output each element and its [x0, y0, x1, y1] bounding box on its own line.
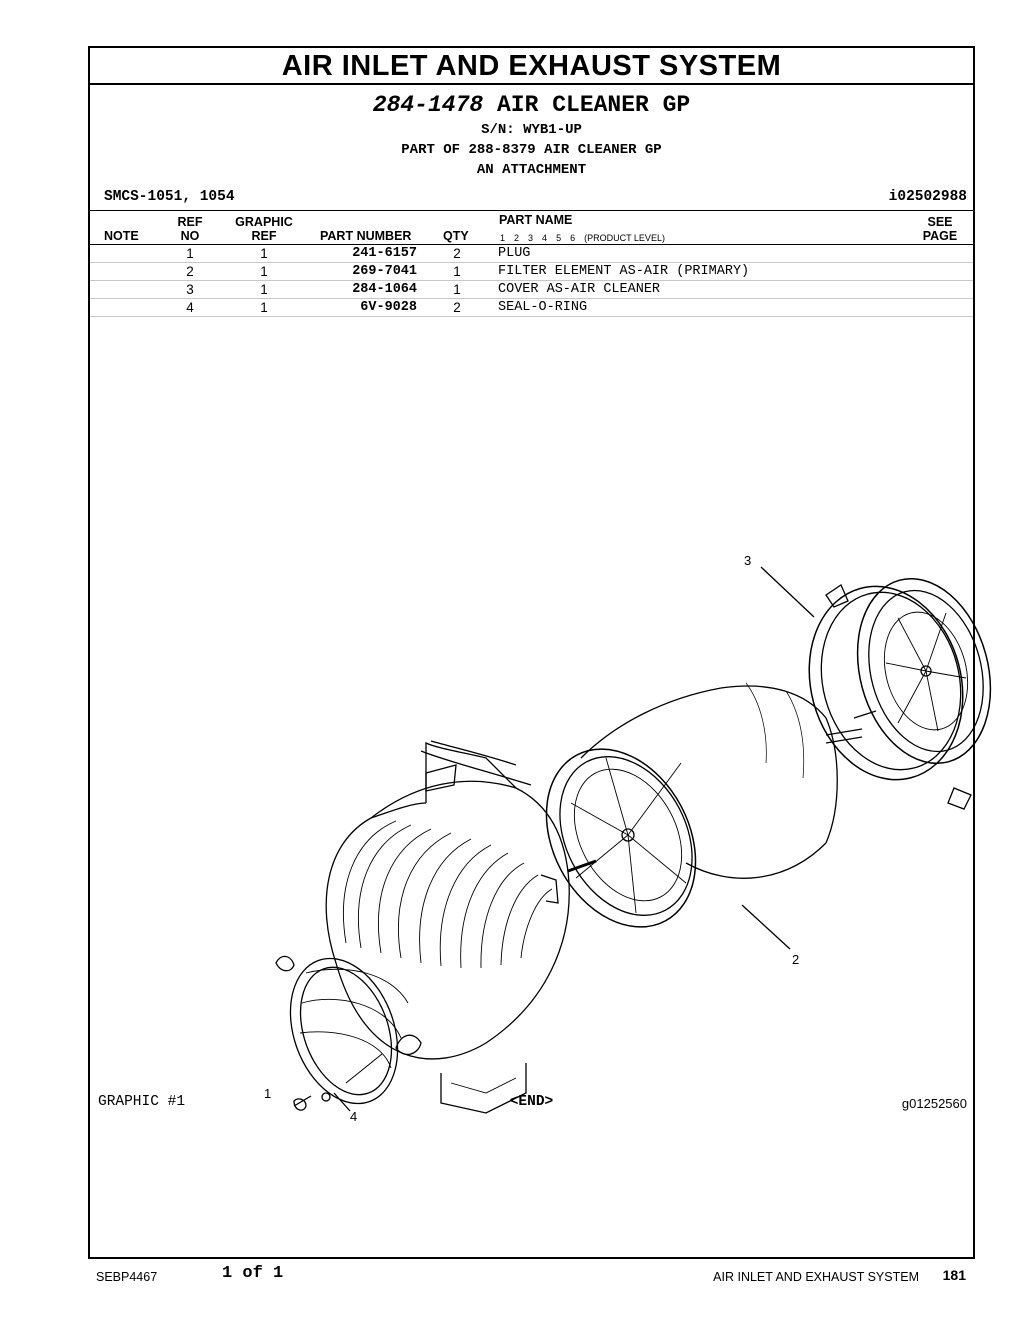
- table-row: 1 1 241-6157 2 PLUG: [90, 245, 973, 263]
- table-row: 3 1 284-1064 1 COVER AS-AIR CLEANER: [90, 281, 973, 299]
- row-part-number: 269-7041: [352, 264, 417, 279]
- housing-drawing: [275, 740, 570, 1114]
- system-title: AIR INLET AND EXHAUST SYSTEM: [90, 48, 973, 85]
- product-level-3: 3: [528, 233, 534, 243]
- cover-drawing: [760, 566, 992, 810]
- product-level-label: (PRODUCT LEVEL): [584, 233, 665, 243]
- row-ref: 1: [186, 246, 194, 261]
- product-level-2: 2: [514, 233, 520, 243]
- row-ref: 3: [186, 282, 194, 297]
- header-bottom-rule: [90, 244, 973, 245]
- row-graphic-ref: 1: [260, 246, 268, 261]
- callout-2: 2: [792, 952, 799, 967]
- col-see-top: SEE: [927, 215, 953, 229]
- graphic-id: g01252560: [901, 1096, 967, 1111]
- group-name: AIR CLEANER GP: [497, 92, 691, 118]
- graphic-label: GRAPHIC #1: [98, 1094, 186, 1110]
- col-note: NOTE: [104, 229, 139, 243]
- col-graphic-bottom: REF: [251, 229, 277, 243]
- filter-element-drawing: [545, 682, 838, 950]
- group-part-number: 284-1478: [372, 92, 484, 118]
- row-part-number: 284-1064: [352, 282, 417, 297]
- exploded-view-drawing: 3 2 1 4: [264, 553, 992, 1124]
- footer-doc-number: SEBP4467: [96, 1270, 158, 1284]
- row-graphic-ref: 1: [260, 300, 268, 315]
- col-part-name: PART NAME: [499, 213, 573, 227]
- row-qty: 1: [453, 264, 461, 279]
- end-label: <END>: [509, 1094, 554, 1110]
- table-row: 2 1 269-7041 1 FILTER ELEMENT AS-AIR (PR…: [90, 263, 973, 281]
- row-part-name: SEAL-O-RING: [498, 300, 588, 315]
- callout-3: 3: [744, 553, 751, 568]
- product-level-4: 4: [542, 233, 548, 243]
- row-qty: 2: [453, 300, 461, 315]
- page-frame: AIR INLET AND EXHAUST SYSTEM 284-1478 AI…: [88, 46, 992, 1259]
- row-part-number: 241-6157: [352, 246, 417, 261]
- ident-code: i02502988: [888, 189, 967, 205]
- header-top-rule: [90, 210, 973, 211]
- serial-number: S/N: WYB1-UP: [481, 122, 582, 138]
- part-of: PART OF 288-8379 AIR CLEANER GP: [401, 142, 662, 158]
- row-part-name: PLUG: [498, 246, 531, 261]
- col-qty: QTY: [443, 229, 469, 243]
- footer-page-of: 1 of 1: [222, 1264, 284, 1283]
- group-title: 284-1478 AIR CLEANER GP: [90, 92, 973, 118]
- col-see-bottom: PAGE: [922, 229, 958, 243]
- attachment-note: AN ATTACHMENT: [476, 162, 587, 178]
- smcs-code: SMCS-1051, 1054: [104, 189, 235, 205]
- footer-page-number: 181: [942, 1267, 966, 1283]
- product-level-5: 5: [556, 233, 562, 243]
- product-level-6: 6: [570, 233, 576, 243]
- table-row: 4 1 6V-9028 2 SEAL-O-RING: [90, 299, 973, 317]
- row-qty: 1: [453, 282, 461, 297]
- footer-system: AIR INLET AND EXHAUST SYSTEM: [713, 1270, 919, 1284]
- row-ref: 2: [186, 264, 194, 279]
- col-ref-top: REF: [177, 215, 203, 229]
- row-graphic-ref: 1: [260, 282, 268, 297]
- callout-1: 1: [264, 1086, 271, 1101]
- col-ref-bottom: NO: [180, 229, 200, 243]
- row-part-name: COVER AS-AIR CLEANER: [498, 282, 661, 297]
- row-part-name: FILTER ELEMENT AS-AIR (PRIMARY): [498, 264, 750, 279]
- callout-4: 4: [350, 1109, 357, 1124]
- product-level-1: 1: [500, 233, 506, 243]
- col-graphic-top: GRAPHIC: [235, 215, 293, 229]
- row-ref: 4: [186, 300, 194, 315]
- row-part-number: 6V-9028: [360, 300, 417, 315]
- row-qty: 2: [453, 246, 461, 261]
- col-part-number: PART NUMBER: [320, 229, 412, 243]
- row-graphic-ref: 1: [260, 264, 268, 279]
